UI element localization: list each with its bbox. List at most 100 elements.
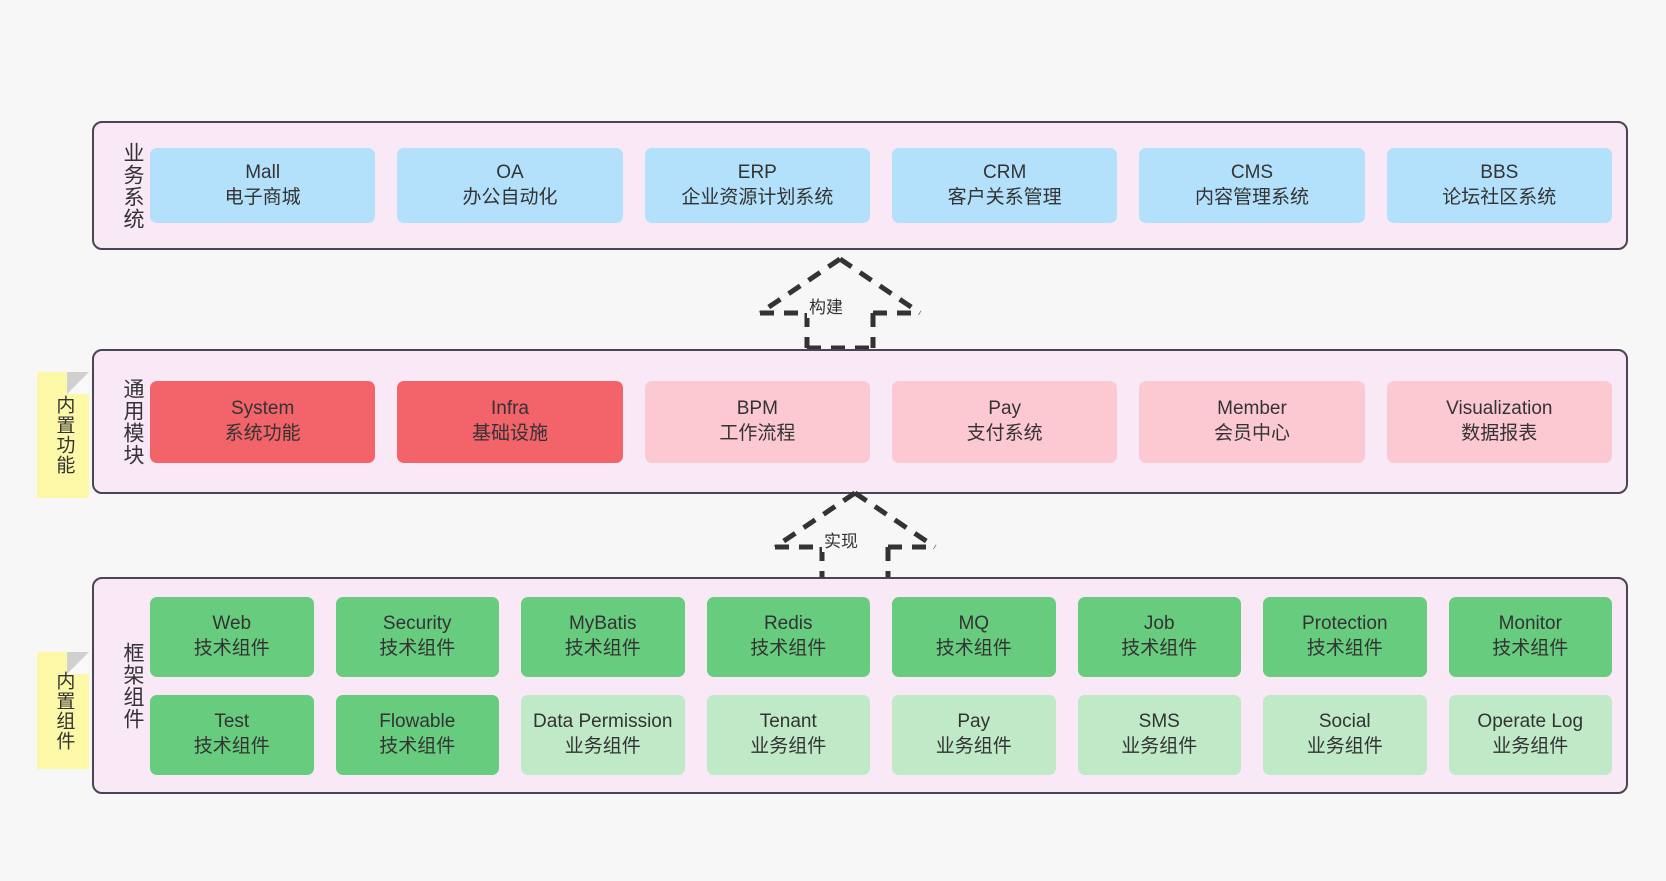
- node-social[interactable]: Social 业务组件: [1263, 694, 1427, 775]
- node-title: Monitor: [1498, 613, 1562, 635]
- layer-business-system: 业务系统 Mall 电子商城 OA 办公自动化 ERP 企业资源计划系统 CRM…: [92, 121, 1628, 250]
- node-title: Visualization: [1446, 398, 1553, 420]
- note-builtin-function: 内置功能: [37, 372, 89, 498]
- node-subtitle: 技术组件: [564, 637, 641, 659]
- layer-row: System 系统功能 Infra 基础设施 BPM 工作流程 Pay 支付系统…: [150, 380, 1612, 463]
- node-title: OA: [496, 162, 524, 184]
- node-title: Operate Log: [1477, 711, 1584, 733]
- node-subtitle: 技术组件: [1492, 637, 1569, 659]
- node-title: CRM: [983, 162, 1027, 184]
- node-bpm[interactable]: BPM 工作流程: [644, 380, 870, 463]
- node-data-permission[interactable]: Data Permission 业务组件: [521, 694, 685, 775]
- node-sms[interactable]: SMS 业务组件: [1077, 694, 1241, 775]
- node-subtitle: 业务组件: [750, 735, 827, 757]
- node-erp[interactable]: ERP 企业资源计划系统: [644, 148, 870, 223]
- node-subtitle: 数据报表: [1461, 422, 1538, 444]
- node-title: Infra: [490, 398, 529, 420]
- node-cms[interactable]: CMS 内容管理系统: [1139, 148, 1365, 223]
- node-subtitle: 业务组件: [1306, 735, 1383, 757]
- layer-row: Mall 电子商城 OA 办公自动化 ERP 企业资源计划系统 CRM 客户关系…: [150, 148, 1612, 223]
- connector-label-implement: 实现: [822, 527, 860, 552]
- node-title: SMS: [1138, 711, 1180, 733]
- node-operate-log[interactable]: Operate Log 业务组件: [1448, 694, 1612, 775]
- node-subtitle: 技术组件: [1306, 637, 1383, 659]
- node-web[interactable]: Web 技术组件: [150, 596, 314, 677]
- layer-row: Test 技术组件 Flowable 技术组件 Data Permission …: [150, 694, 1612, 775]
- node-monitor[interactable]: Monitor 技术组件: [1448, 596, 1612, 677]
- note-label: 内置功能: [53, 395, 75, 475]
- note-builtin-component: 内置组件: [37, 652, 89, 769]
- node-subtitle: 业务组件: [564, 735, 641, 757]
- node-subtitle: 系统功能: [224, 422, 301, 444]
- node-infra[interactable]: Infra 基础设施: [397, 380, 623, 463]
- node-test[interactable]: Test 技术组件: [150, 694, 314, 775]
- connector-implement: 实现: [760, 489, 950, 585]
- node-title: Tenant: [759, 711, 817, 733]
- node-title: Job: [1143, 613, 1175, 635]
- node-title: System: [230, 398, 295, 420]
- layer-title-business: 业务系统: [121, 141, 144, 230]
- node-subtitle: 客户关系管理: [947, 186, 1062, 208]
- node-subtitle: 技术组件: [379, 637, 456, 659]
- node-subtitle: 技术组件: [193, 637, 270, 659]
- node-title: Member: [1217, 398, 1287, 420]
- node-title: Social: [1318, 711, 1371, 733]
- layer-body-common: System 系统功能 Infra 基础设施 BPM 工作流程 Pay 支付系统…: [144, 351, 1626, 492]
- node-tenant[interactable]: Tenant 业务组件: [706, 694, 870, 775]
- node-subtitle: 论坛社区系统: [1442, 186, 1557, 208]
- node-subtitle: 技术组件: [750, 637, 827, 659]
- node-title: ERP: [737, 162, 777, 184]
- node-bbs[interactable]: BBS 论坛社区系统: [1386, 148, 1612, 223]
- node-title: Mall: [245, 162, 281, 184]
- node-title: BBS: [1480, 162, 1519, 184]
- layer-title-framework: 框架组件: [121, 641, 144, 730]
- node-crm[interactable]: CRM 客户关系管理: [891, 148, 1118, 223]
- node-oa[interactable]: OA 办公自动化: [397, 148, 623, 223]
- node-title: MyBatis: [568, 613, 637, 635]
- node-title: CMS: [1230, 162, 1274, 184]
- node-job[interactable]: Job 技术组件: [1077, 596, 1241, 677]
- node-subtitle: 业务组件: [1492, 735, 1569, 757]
- node-mybatis[interactable]: MyBatis 技术组件: [521, 596, 685, 677]
- node-pay-component[interactable]: Pay 业务组件: [892, 694, 1056, 775]
- node-subtitle: 办公自动化: [462, 186, 558, 208]
- node-flowable[interactable]: Flowable 技术组件: [335, 694, 499, 775]
- node-protection[interactable]: Protection 技术组件: [1263, 596, 1427, 677]
- node-system[interactable]: System 系统功能: [150, 380, 376, 463]
- node-title: Flowable: [379, 711, 456, 733]
- node-visualization[interactable]: Visualization 数据报表: [1386, 380, 1612, 463]
- node-redis[interactable]: Redis 技术组件: [706, 596, 870, 677]
- node-subtitle: 工作流程: [719, 422, 796, 444]
- node-member[interactable]: Member 会员中心: [1139, 380, 1365, 463]
- node-title: MQ: [958, 613, 990, 635]
- node-title: Data Permission: [533, 711, 673, 733]
- connector-build: 构建: [745, 255, 935, 351]
- node-security[interactable]: Security 技术组件: [335, 596, 499, 677]
- node-pay[interactable]: Pay 支付系统: [891, 380, 1118, 463]
- node-subtitle: 技术组件: [379, 735, 456, 757]
- note-label: 内置组件: [53, 670, 75, 751]
- layer-body-framework: Web 技术组件 Security 技术组件 MyBatis 技术组件 Redi…: [144, 579, 1626, 792]
- node-mall[interactable]: Mall 电子商城: [150, 148, 376, 223]
- node-title: Web: [212, 613, 252, 635]
- node-subtitle: 技术组件: [1121, 637, 1198, 659]
- node-title: Pay: [988, 398, 1022, 420]
- node-subtitle: 技术组件: [935, 637, 1012, 659]
- node-subtitle: 基础设施: [471, 422, 548, 444]
- node-title: Pay: [957, 711, 991, 733]
- node-subtitle: 业务组件: [935, 735, 1012, 757]
- node-title: BPM: [736, 398, 778, 420]
- node-subtitle: 电子商城: [224, 186, 301, 208]
- node-subtitle: 内容管理系统: [1194, 186, 1309, 208]
- node-mq[interactable]: MQ 技术组件: [892, 596, 1056, 677]
- node-subtitle: 业务组件: [1121, 735, 1198, 757]
- layer-body-business: Mall 电子商城 OA 办公自动化 ERP 企业资源计划系统 CRM 客户关系…: [144, 123, 1626, 248]
- layer-title-common: 通用模块: [121, 377, 144, 466]
- node-title: Protection: [1301, 613, 1388, 635]
- layer-row: Web 技术组件 Security 技术组件 MyBatis 技术组件 Redi…: [150, 596, 1612, 677]
- layer-common-module: 通用模块 System 系统功能 Infra 基础设施 BPM 工作流程 Pay…: [92, 349, 1628, 494]
- layer-framework-component: 框架组件 Web 技术组件 Security 技术组件 MyBatis 技术组件…: [92, 577, 1628, 794]
- node-title: Security: [382, 613, 452, 635]
- node-title: Redis: [763, 613, 813, 635]
